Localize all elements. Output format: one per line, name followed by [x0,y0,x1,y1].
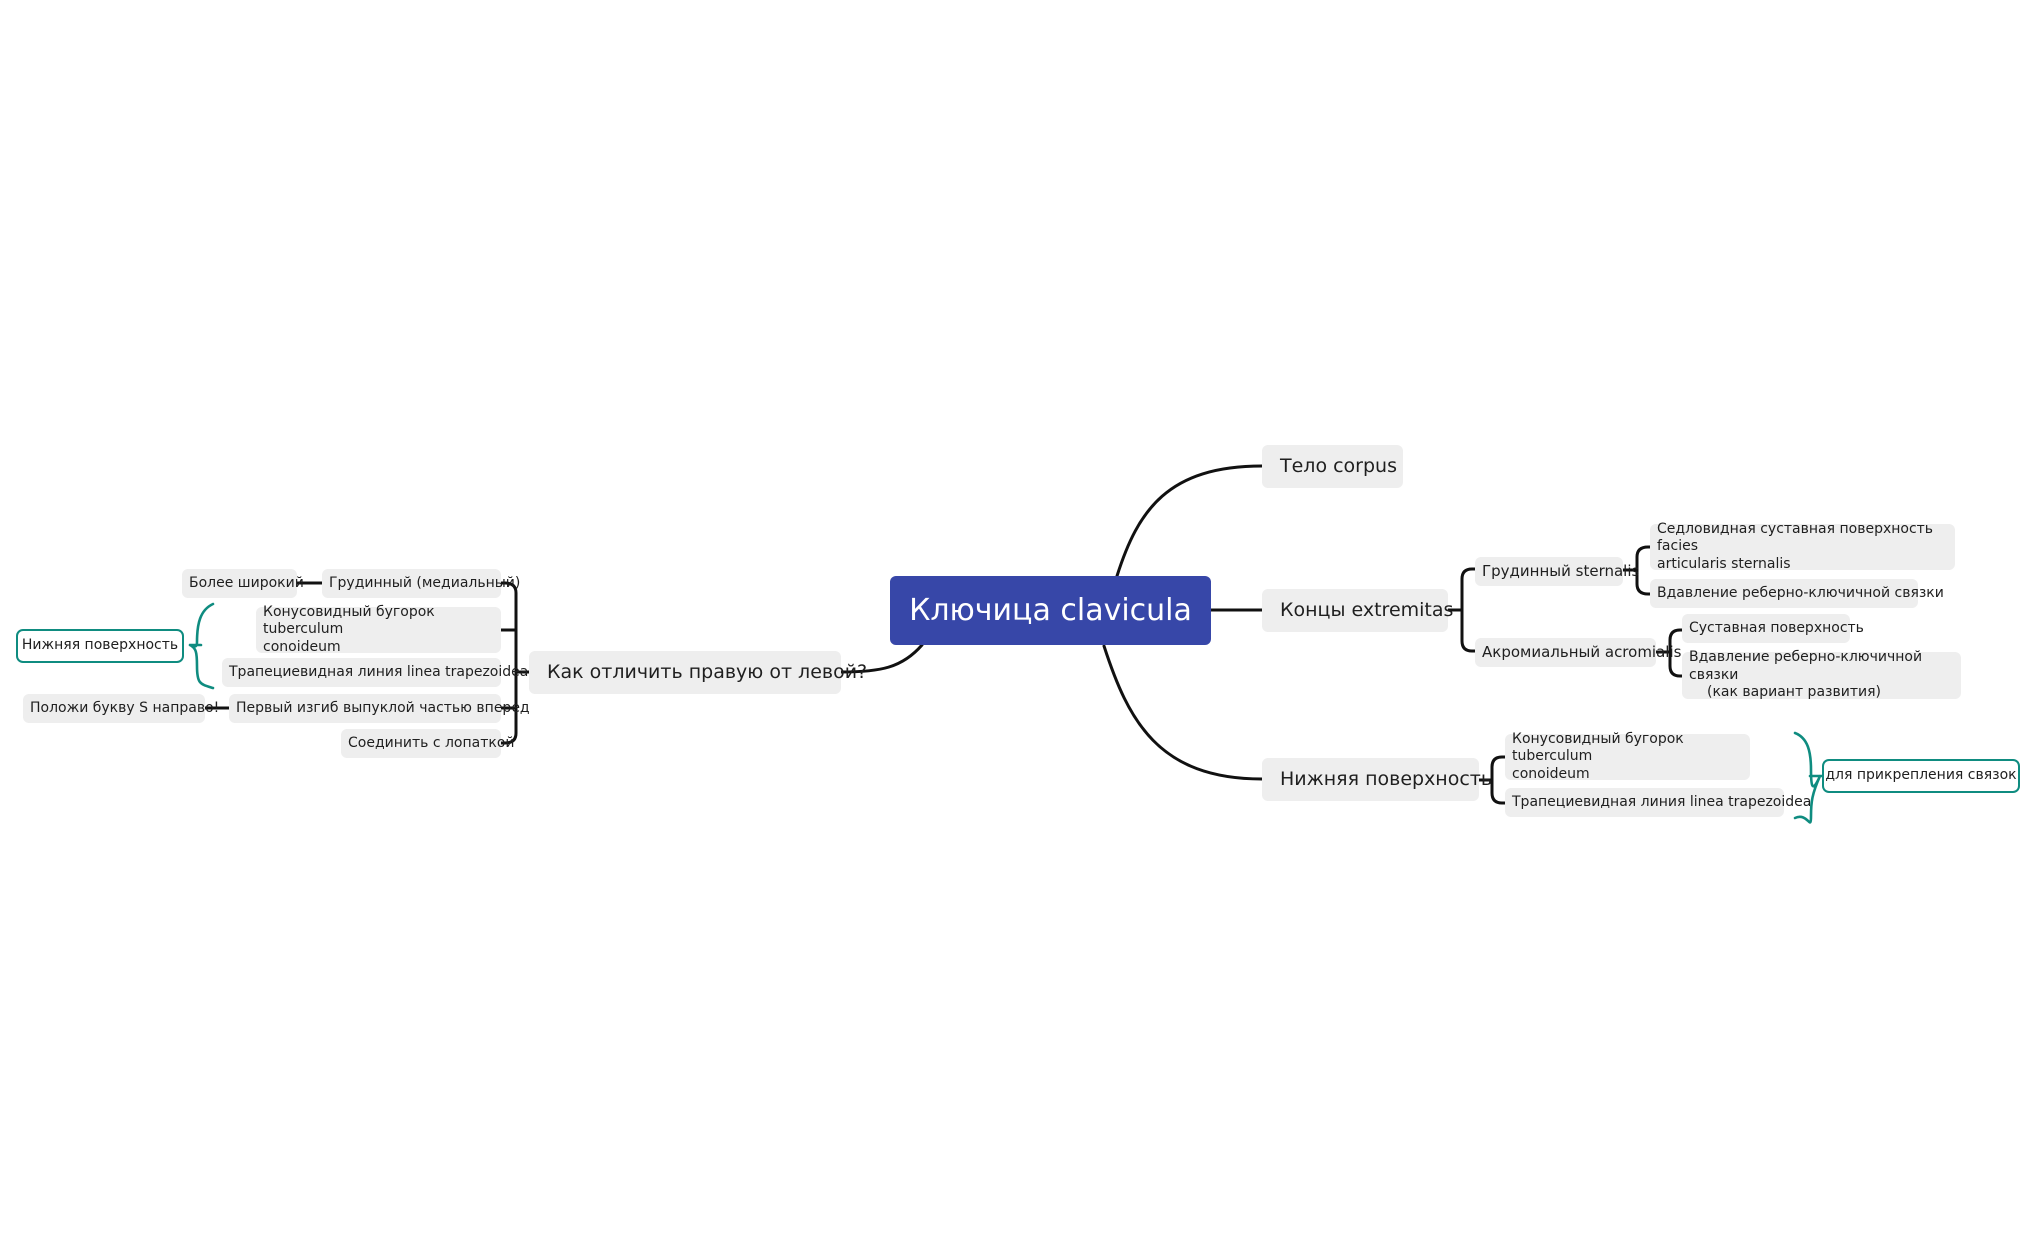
link-sternal-bracket [1621,545,1652,596]
node-sternal-facies[interactable]: Седловидная суставная поверхность facies… [1650,520,1955,572]
node-inferior-trapezoid[interactable]: Трапециевидная линия linea trapezoidea [1505,788,1811,817]
node-inferior-trapezoid-label: Трапециевидная линия linea trapezoidea [1512,793,1812,810]
node-left-sternal-label: Грудинный (медиальный) [329,574,521,591]
summary-inferior-surface[interactable]: Нижняя поверхность [16,629,184,663]
node-left-trapezoid-label: Трапециевидная линия linea trapezoidea [229,663,529,680]
node-sternal-impression[interactable]: Вдавление реберно-ключичной связки [1650,579,1944,608]
node-sternal-facies-line1: Седловидная суставная поверхность facies [1657,520,1934,555]
link-ends-bracket [1445,567,1477,653]
link-question-bracket [499,581,531,745]
node-sternal-impression-label: Вдавление реберно-ключичной связки [1657,584,1944,601]
central-topic[interactable]: Ключица clavicula [890,576,1211,645]
node-acromial-impression-line2: (как вариант развития) [1707,684,1881,701]
node-left-first-bend-label: Первый изгиб выпуклой частью вперед [236,699,530,716]
node-inferior-tubercle[interactable]: Конусовидный бугорок tuberculum conoideu… [1505,730,1750,782]
node-acromial-surface[interactable]: Суставная поверхность [1682,614,1864,643]
node-inferior-tubercle-line2: conoideum [1512,765,1590,782]
link-inferior-bracket [1476,755,1507,805]
node-left-wider[interactable]: Более широкий [182,569,304,598]
node-left-sternal[interactable]: Грудинный (медиальный) [322,569,520,598]
node-acromial-impression[interactable]: Вдавление реберно-ключичной связки (как … [1682,649,1961,701]
node-acromial-label: Акромиальный acromialis [1482,643,1682,662]
node-left-letter-s-label: Положи букву S направо! [30,699,220,716]
node-sternal-label: Грудинный sternalis [1482,562,1640,581]
node-left-scapula[interactable]: Соединить с лопаткой [341,729,515,758]
node-acromial-surface-label: Суставная поверхность [1689,619,1864,636]
node-left-tubercle[interactable]: Конусовидный бугорок tuberculum conoideu… [256,603,501,655]
node-acromial[interactable]: Акромиальный acromialis [1475,638,1681,667]
link-acromial-bracket [1654,628,1684,678]
central-topic-label: Ключица clavicula [909,592,1192,628]
node-left-letter-s[interactable]: Положи букву S направо! [23,694,219,723]
node-left-tubercle-line1: Конусовидный бугорок tuberculum [263,603,435,638]
node-acromial-impression-line1: Вдавление реберно-ключичной связки [1689,649,1923,683]
node-inferior[interactable]: Нижняя поверхность [1262,758,1492,801]
link-root-question [839,643,924,674]
summary-brace-left [188,602,215,690]
node-left-tubercle-line2: conoideum [263,638,341,655]
node-left-trapezoid[interactable]: Трапециевидная линия linea trapezoidea [222,658,528,687]
node-question-label: Как отличить правую от левой? [547,660,868,683]
node-body[interactable]: Тело corpus [1262,445,1403,488]
node-ends[interactable]: Концы extremitas [1262,589,1453,632]
summary-ligament-attachment[interactable]: для прикрепления связок [1822,759,2020,793]
node-left-scapula-label: Соединить с лопаткой [348,734,515,751]
node-sternal[interactable]: Грудинный sternalis [1475,557,1639,586]
summary-inferior-surface-label: Нижняя поверхность [21,637,179,654]
link-root-inferior [1102,644,1264,781]
node-question[interactable]: Как отличить правую от левой? [529,651,867,694]
summary-ligament-attachment-label: для прикрепления связок [1825,767,2017,784]
node-inferior-tubercle-line1: Конусовидный бугорок tuberculum [1512,730,1684,765]
node-left-wider-label: Более широкий [189,574,304,591]
node-inferior-label: Нижняя поверхность [1280,767,1493,790]
summary-brace-right [1793,731,1824,824]
node-sternal-facies-line2: articularis sternalis [1657,555,1791,572]
link-root-body [1115,464,1264,578]
node-body-label: Тело corpus [1280,454,1397,477]
node-ends-label: Концы extremitas [1280,598,1454,621]
node-left-first-bend[interactable]: Первый изгиб выпуклой частью вперед [229,694,530,723]
